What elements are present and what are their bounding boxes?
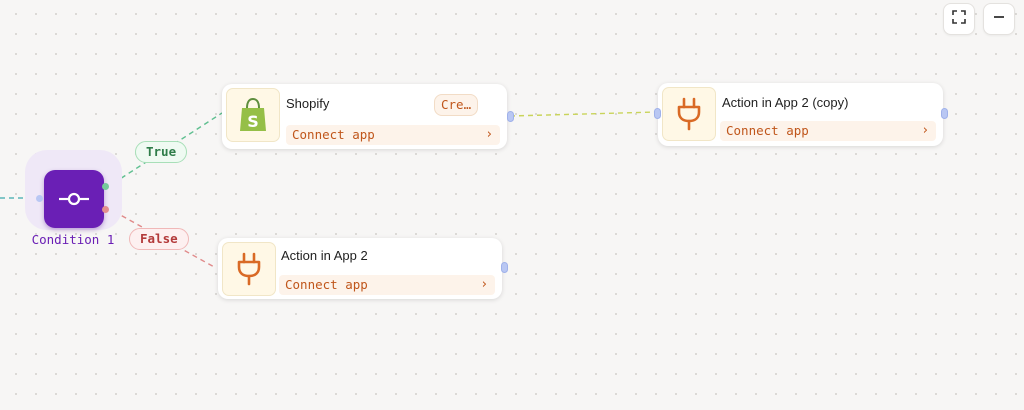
shopify-output-port[interactable] bbox=[507, 111, 514, 122]
condition-false-handle[interactable] bbox=[102, 206, 109, 213]
shopify-action-badge[interactable]: Cre… bbox=[434, 94, 479, 116]
shopify-connect-app-button[interactable]: Connect app › bbox=[286, 125, 500, 145]
action-app2-title: Action in App 2 bbox=[281, 248, 368, 263]
chevron-right-icon: › bbox=[922, 123, 928, 138]
action-app2-copy-connect-app-button[interactable]: Connect app › bbox=[720, 121, 936, 141]
condition-input-handle[interactable] bbox=[36, 195, 43, 202]
true-branch-badge: True bbox=[135, 141, 188, 163]
minus-icon bbox=[991, 9, 1007, 30]
plug-icon bbox=[662, 87, 716, 141]
action-app2-copy-title: Action in App 2 (copy) bbox=[722, 95, 849, 110]
action-app2-connect-app-button[interactable]: Connect app › bbox=[279, 275, 495, 295]
action-app2-output-port[interactable] bbox=[501, 262, 508, 273]
chevron-right-icon: › bbox=[486, 127, 492, 142]
condition-label: Condition 1 bbox=[31, 232, 115, 247]
false-branch-badge: False bbox=[129, 228, 189, 250]
action-app2-copy-input-port[interactable] bbox=[654, 108, 661, 119]
shopify-node[interactable]: S Shopify Cre… Connect app › bbox=[222, 84, 507, 149]
action-app2-copy-node[interactable]: Action in App 2 (copy) Connect app › bbox=[658, 83, 943, 146]
action-app2-node[interactable]: Action in App 2 Connect app › bbox=[218, 238, 502, 299]
condition-switch-icon[interactable] bbox=[44, 170, 104, 228]
condition-true-handle[interactable] bbox=[102, 183, 109, 190]
action-app2-copy-output-port[interactable] bbox=[941, 108, 948, 119]
shopify-node-title: Shopify bbox=[286, 96, 330, 111]
chevron-right-icon: › bbox=[481, 277, 487, 292]
fullscreen-icon bbox=[951, 9, 967, 30]
connect-app-label: Connect app bbox=[285, 277, 368, 292]
shopify-icon: S bbox=[226, 88, 280, 142]
svg-text:S: S bbox=[247, 112, 259, 131]
zoom-out-button[interactable] bbox=[983, 3, 1015, 35]
shopify-to-copy-edge bbox=[509, 111, 657, 117]
plug-icon bbox=[222, 242, 276, 296]
connect-app-label: Connect app bbox=[726, 123, 809, 138]
fullscreen-button[interactable] bbox=[943, 3, 975, 35]
connect-app-label: Connect app bbox=[292, 127, 375, 142]
